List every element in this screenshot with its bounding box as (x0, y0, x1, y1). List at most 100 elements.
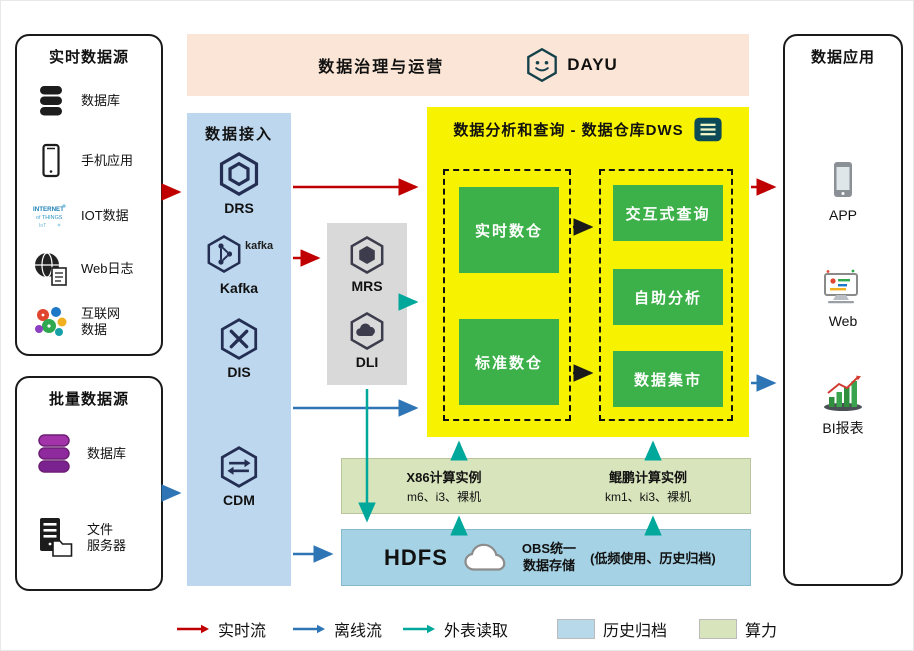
legend-compute: 算力 (699, 617, 777, 641)
cdm-icon (220, 446, 258, 488)
legend-archive: 历史归档 (557, 617, 667, 641)
interactive-query-label: 交互式查询 (625, 205, 711, 223)
web-monitor-icon (824, 269, 858, 304)
source-item-label: 数据库 (87, 445, 127, 461)
database-icon (40, 86, 62, 116)
realtime-warehouse-label: 实时数仓 (474, 222, 543, 240)
self-service-analysis-label: 自助分析 (633, 289, 702, 307)
svg-text:INTERNET: INTERNET (33, 206, 64, 213)
ingestion-item-cdm: CDM (187, 445, 291, 508)
data-mart-label: 数据集市 (633, 371, 702, 389)
drs-icon (219, 152, 259, 196)
obs-cloud-icon (464, 543, 506, 571)
source-item-label: 互联网 数据 (81, 305, 121, 337)
teal-arrow-icon (403, 624, 435, 634)
x86-compute-title: X86计算实例 (406, 470, 482, 485)
svg-text:IoT: IoT (39, 223, 46, 229)
bi-report-icon (824, 375, 862, 411)
source-item-batch-database: 数据库 (31, 426, 157, 482)
ingestion-title: 数据接入 (204, 126, 273, 143)
application-item-app: APP (785, 158, 901, 223)
file-server-icon (40, 518, 73, 557)
standard-warehouse-box: 标准数仓 (459, 319, 559, 405)
batch-sources-panel: 批量数据源 数据库 文件 服务器 (15, 376, 163, 591)
dayu-label: DAYU (567, 55, 618, 74)
source-item-mobile-app: 手机应用 (31, 136, 157, 186)
source-item-label: Web日志 (81, 260, 134, 276)
x86-compute: X86计算实例 m6、i3、裸机 (342, 459, 546, 513)
data-mart-box: 数据集市 (613, 351, 723, 407)
web-log-icon (35, 252, 67, 286)
application-item-web: Web (785, 268, 901, 329)
compute-swatch (699, 619, 737, 639)
governance-bar: 数据治理与运营 DAYU (187, 34, 749, 96)
hdfs-label: HDFS (384, 544, 448, 570)
services-group: 交互式查询 自助分析 数据集市 (599, 169, 733, 421)
archive-swatch (557, 619, 595, 639)
source-item-label: 数据库 (81, 92, 121, 108)
realtime-sources-title: 实时数据源 (48, 49, 129, 66)
interactive-query-box: 交互式查询 (613, 185, 723, 241)
source-item-label: 手机应用 (81, 152, 134, 168)
legend-label: 算力 (745, 623, 778, 640)
kunpeng-compute: 鲲鹏计算实例 km1、ki3、裸机 (546, 459, 750, 513)
warehouse-group: 实时数仓 标准数仓 (443, 169, 571, 421)
legend-label: 外表读取 (444, 623, 509, 640)
ingestion-item-drs: DRS (187, 151, 291, 216)
dis-icon (220, 318, 258, 360)
applications-panel: 数据应用 APP Web (783, 34, 903, 586)
storage-note: (低频使用、历史归档) (590, 551, 716, 566)
red-arrow-icon (177, 624, 209, 634)
ingestion-item-dis: DIS (187, 317, 291, 380)
ingestion-item-kafka: kafka Kafka (187, 233, 291, 296)
source-item-web-log: Web日志 (31, 244, 157, 294)
ingestion-item-label: DIS (227, 364, 251, 380)
processing-item-dli: DLI (327, 311, 407, 370)
blue-arrow-icon (293, 624, 325, 634)
legend-realtime-flow: 实时流 (176, 617, 266, 641)
legend-external-read: 外表读取 (402, 617, 508, 641)
realtime-sources-panel: 实时数据源 数据库 手机应用 INTERNET of THINGS IoT (15, 34, 163, 356)
self-service-analysis-box: 自助分析 (613, 269, 723, 325)
processing-item-mrs: MRS (327, 235, 407, 294)
iot-icon: INTERNET of THINGS IoT (33, 204, 66, 229)
application-item-label: BI报表 (822, 420, 864, 436)
dws-box: 数据分析和查询 - 数据仓库DWS 实时数仓 标准数仓 交互式查询 自助分析 (427, 107, 749, 437)
source-item-label: 文件 服务器 (87, 521, 127, 553)
storage-box: HDFS OBS统一 数据存储 (低频使用、历史归档) (341, 529, 751, 586)
standard-warehouse-label: 标准数仓 (474, 354, 543, 372)
database-purple-icon (38, 434, 70, 473)
app-phone-icon (834, 162, 852, 197)
svg-text:kafka: kafka (245, 240, 274, 252)
batch-sources-title: 批量数据源 (48, 391, 129, 408)
phone-icon (42, 143, 60, 178)
svg-text:THINGS: THINGS (42, 215, 63, 221)
kunpeng-compute-sub: km1、ki3、裸机 (604, 490, 691, 504)
processing-item-label: MRS (351, 278, 383, 294)
governance-title: 数据治理与运营 (318, 59, 445, 76)
dws-title: 数据分析和查询 - 数据仓库DWS (453, 122, 684, 139)
ingestion-item-label: CDM (223, 492, 255, 508)
compute-instances-box: X86计算实例 m6、i3、裸机 鲲鹏计算实例 km1、ki3、裸机 (341, 458, 751, 514)
x86-compute-sub: m6、i3、裸机 (406, 490, 481, 504)
realtime-warehouse-box: 实时数仓 (459, 187, 559, 273)
svg-text:of: of (36, 215, 41, 221)
dayu-badge: DAYU (524, 47, 618, 83)
kunpeng-compute-title: 鲲鹏计算实例 (608, 470, 687, 485)
dws-icon (694, 117, 722, 142)
applications-title: 数据应用 (810, 49, 875, 66)
legend-label: 离线流 (334, 623, 383, 640)
source-item-internet-data: 互联网 数据 (31, 297, 157, 347)
application-item-label: Web (828, 313, 858, 329)
application-item-bi: BI报表 (785, 373, 901, 438)
kafka-icon: kafka (207, 235, 274, 273)
obs-label: OBS统一 数据存储 (521, 540, 577, 573)
application-item-label: APP (828, 207, 857, 223)
processing-box: MRS DLI (327, 223, 407, 385)
legend-label: 实时流 (218, 623, 267, 640)
ingestion-item-label: DRS (224, 200, 254, 216)
source-item-label: IOT数据 (81, 207, 129, 223)
internet-data-icon (35, 307, 67, 336)
ingestion-column: 数据接入 DRS kafka Kafka (187, 113, 291, 586)
